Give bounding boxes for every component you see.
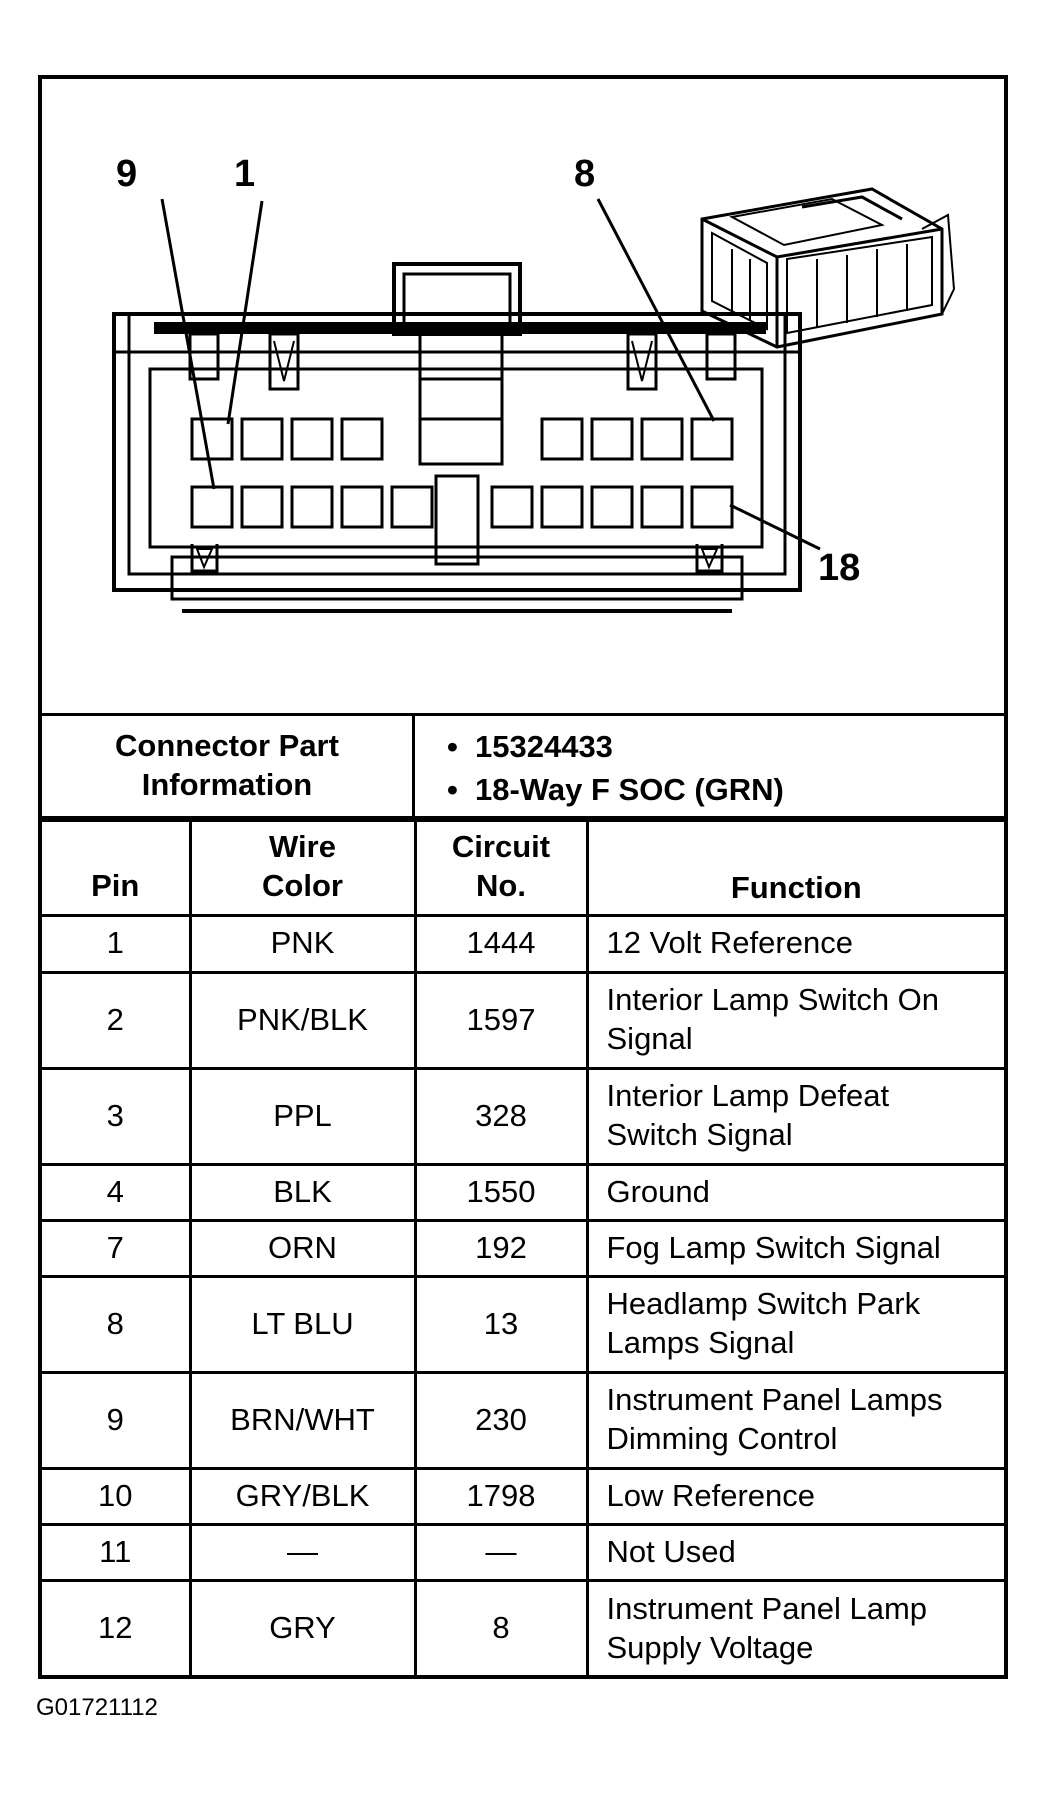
cpi-label-line1: Connector Part	[115, 728, 339, 764]
function-cell: Not Used	[585, 1522, 1004, 1582]
circuit-cell: 13	[413, 1274, 589, 1374]
header-wire-color-line2: Color	[262, 867, 343, 903]
circuit-cell: 1444	[413, 913, 589, 974]
pin-cell: 1	[42, 913, 192, 974]
pin-cell: 8	[42, 1274, 192, 1374]
part-number: 15324433	[447, 726, 1004, 769]
header-pin: Pin	[42, 819, 192, 917]
function-line1: Instrument Panel Lamps	[606, 1382, 943, 1418]
function-line1: Interior Lamp Defeat	[606, 1078, 890, 1114]
function-cell: 12 Volt Reference	[585, 913, 1004, 974]
function-line1: Not Used	[606, 1533, 736, 1569]
function-line1: Interior Lamp Switch On	[606, 982, 940, 1018]
pin-cell: 12	[42, 1578, 192, 1676]
wire-color-cell: GRY	[188, 1578, 417, 1676]
circuit-cell: 192	[413, 1218, 589, 1278]
function-line1: Ground	[606, 1173, 710, 1209]
table-row: 10 GRY/BLK 1798 Low Reference	[42, 1466, 1004, 1526]
cpi-label-line2: Information	[141, 767, 313, 802]
connector-face-drawing	[112, 187, 956, 613]
function-cell: Low Reference	[585, 1466, 1004, 1526]
circuit-cell: 1550	[413, 1162, 589, 1222]
circuit-cell: 230	[413, 1370, 589, 1470]
wire-color-cell: PPL	[188, 1066, 417, 1166]
wire-color-cell: PNK/BLK	[188, 970, 417, 1070]
pin-table: Pin Wire Color Circuit No. Function 1 PN…	[42, 819, 1004, 1676]
callout-pin-8: 8	[574, 153, 596, 195]
connector-housing	[112, 262, 802, 613]
function-line2: Switch Signal	[606, 1117, 793, 1152]
function-line1: 12 Volt Reference	[606, 925, 853, 961]
callout-pin-1: 1	[234, 153, 256, 195]
circuit-cell: 328	[413, 1066, 589, 1166]
figure-id: G01721112	[36, 1694, 158, 1721]
pin-table-header: Pin Wire Color Circuit No. Function	[42, 819, 1004, 917]
header-wire-color-line1: Wire	[269, 829, 336, 864]
pin-cell: 4	[42, 1162, 192, 1222]
function-line1: Instrument Panel Lamp	[606, 1591, 928, 1626]
connector-description: 18-Way F SOC (GRN)	[447, 769, 1004, 812]
header-circuit-line1: Circuit	[451, 829, 551, 864]
function-line1: Headlamp Switch Park	[606, 1286, 921, 1322]
pin-cell: 3	[42, 1066, 192, 1166]
circuit-cell: 1597	[413, 970, 589, 1070]
header-circuit-line2: No.	[476, 867, 526, 903]
function-line2: Supply Voltage	[606, 1629, 814, 1665]
function-line2: Signal	[606, 1021, 693, 1056]
pin-cell: 10	[42, 1466, 192, 1526]
pin-cell: 2	[42, 970, 192, 1070]
connector-part-details: 15324433 18-Way F SOC (GRN)	[415, 716, 1004, 816]
function-line1: Low Reference	[606, 1477, 816, 1513]
wire-color-cell: BRN/WHT	[188, 1370, 417, 1470]
table-row: 7 ORN 192 Fog Lamp Switch Signal	[42, 1218, 1004, 1278]
function-line1: Fog Lamp Switch Signal	[606, 1229, 941, 1265]
header-function: Function	[585, 819, 1004, 917]
function-line2: Dimming Control	[606, 1421, 838, 1456]
pin-cell: 11	[42, 1522, 192, 1582]
wire-color-cell: LT BLU	[188, 1274, 417, 1374]
connector-part-information-label: Connector Part Information	[42, 716, 415, 816]
connector-sheet: 9 1 8 18 Connector Part Information 1532…	[38, 75, 1008, 1679]
header-circuit: Circuit No.	[413, 819, 589, 917]
top-row-cavities	[190, 417, 734, 461]
wire-color-cell: GRY/BLK	[188, 1466, 417, 1526]
wire-color-cell: ORN	[188, 1218, 417, 1278]
circuit-cell: 8	[413, 1578, 589, 1676]
bottom-row-cavities	[190, 485, 734, 529]
table-row: 4 BLK 1550 Ground	[42, 1162, 1004, 1222]
circuit-cell: 1798	[413, 1466, 589, 1526]
wire-color-cell: PNK	[188, 913, 417, 974]
callout-leaders	[160, 198, 821, 551]
callout-pin-9: 9	[116, 153, 138, 195]
pin-cell: 7	[42, 1218, 192, 1278]
table-row: 11 — — Not Used	[42, 1522, 1004, 1582]
wire-color-cell: BLK	[188, 1162, 417, 1222]
table-row: 1 PNK 1444 12 Volt Reference	[42, 913, 1004, 974]
circuit-cell: —	[413, 1522, 589, 1582]
connector-isometric-view	[700, 187, 956, 349]
pin-cell: 9	[42, 1370, 192, 1470]
function-cell: Fog Lamp Switch Signal	[585, 1218, 1004, 1278]
connector-part-information: Connector Part Information 15324433 18-W…	[42, 713, 1004, 819]
wire-color-cell: —	[188, 1522, 417, 1582]
function-line2: Lamps Signal	[606, 1325, 795, 1360]
function-cell: Ground	[585, 1162, 1004, 1222]
header-wire-color: Wire Color	[188, 819, 417, 917]
callout-pin-18: 18	[818, 547, 861, 589]
connector-diagram: 9 1 8 18	[42, 79, 1004, 713]
